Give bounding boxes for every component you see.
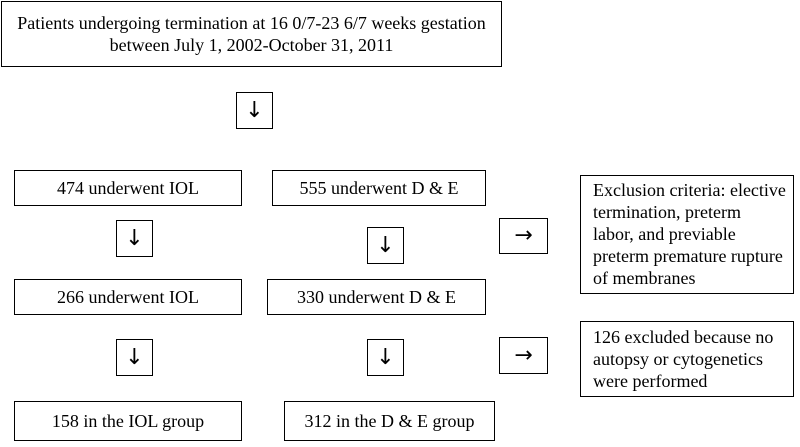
- iol-step1-label: 474 underwent IOL: [57, 177, 199, 198]
- iol-step3-label: 158 in the IOL group: [51, 410, 205, 431]
- de-step2-box: 330 underwent D & E: [267, 279, 486, 315]
- de-down-arrow-1: ↓: [367, 227, 404, 264]
- excluded-line2: autopsy or cytogenetics: [593, 348, 763, 369]
- down-arrow-icon: ↓: [125, 225, 144, 251]
- top-population-box: Patients undergoing termination at 16 0/…: [1, 1, 502, 67]
- down-arrow-icon: ↓: [376, 232, 395, 258]
- iol-step1-box: 474 underwent IOL: [14, 170, 242, 206]
- de-down-arrow-2: ↓: [367, 339, 404, 376]
- excluded-no-autopsy-box: 126 excluded because no autopsy or cytog…: [580, 321, 794, 397]
- right-arrow-icon: →: [514, 342, 533, 368]
- excluded-line3: were performed: [593, 370, 708, 391]
- exclusion-criteria-line3: labor, and previable: [593, 223, 736, 244]
- iol-step2-label: 266 underwent IOL: [57, 286, 199, 307]
- exclusion-right-arrow-1: →: [499, 218, 548, 254]
- iol-step2-box: 266 underwent IOL: [14, 279, 242, 315]
- down-arrow-icon: ↓: [125, 344, 144, 370]
- top-population-line2: between July 1, 2002-October 31, 2011: [109, 35, 394, 55]
- iol-down-arrow-1: ↓: [116, 220, 153, 257]
- top-population-line1: Patients undergoing termination at 16 0/…: [17, 12, 486, 33]
- exclusion-criteria-box: Exclusion criteria: elective termination…: [580, 175, 794, 294]
- de-step1-box: 555 underwent D & E: [272, 170, 486, 206]
- de-step2-label: 330 underwent D & E: [297, 286, 456, 307]
- exclusion-right-arrow-2: →: [499, 337, 548, 374]
- iol-down-arrow-2: ↓: [116, 339, 153, 376]
- de-step3-box: 312 in the D & E group: [284, 401, 495, 441]
- down-arrow-icon: ↓: [376, 344, 395, 370]
- exclusion-criteria-line1: Exclusion criteria: elective: [593, 180, 786, 200]
- excluded-line1: 126 excluded because no: [593, 327, 774, 347]
- down-arrow-icon: ↓: [245, 97, 264, 123]
- iol-step3-box: 158 in the IOL group: [14, 401, 242, 441]
- de-step3-label: 312 in the D & E group: [304, 410, 475, 431]
- de-step1-label: 555 underwent D & E: [299, 177, 459, 198]
- right-arrow-icon: →: [514, 223, 533, 248]
- exclusion-criteria-line4: preterm premature rupture: [593, 245, 783, 266]
- exclusion-criteria-line2: termination, preterm: [593, 201, 741, 222]
- exclusion-criteria-line5: of membranes: [593, 267, 696, 288]
- top-down-arrow: ↓: [236, 92, 273, 129]
